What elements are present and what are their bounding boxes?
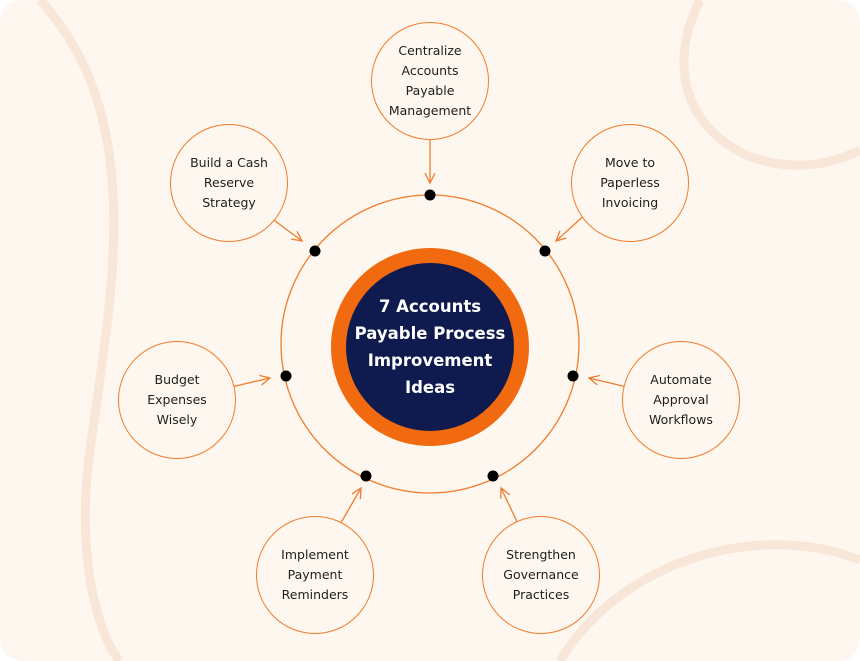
- connector-dot: [539, 245, 551, 257]
- idea-node-paperless: Move to Paperless Invoicing: [571, 124, 689, 242]
- idea-node-governance: Strengthen Governance Practices: [482, 516, 600, 634]
- background-swirl: [556, 540, 860, 661]
- background-swirl: [679, 0, 860, 170]
- idea-node-budget: Budget Expenses Wisely: [118, 341, 236, 459]
- center-title: 7 Accounts Payable Process Improvement I…: [354, 297, 506, 397]
- idea-label: Implement Payment Reminders: [281, 547, 349, 602]
- connector-dot: [360, 470, 372, 482]
- background-swirl: [36, 0, 124, 661]
- idea-label: Build a Cash Reserve Strategy: [190, 155, 268, 210]
- connector-dot: [280, 370, 292, 382]
- idea-label: Strengthen Governance Practices: [503, 547, 579, 602]
- connector-dot: [309, 245, 321, 257]
- arrow-connector: [337, 488, 361, 529]
- connector-dot: [487, 470, 499, 482]
- idea-node-centralize: Centralize Accounts Payable Management: [371, 22, 489, 140]
- idea-node-cash-reserve: Build a Cash Reserve Strategy: [170, 124, 288, 242]
- idea-node-reminders: Implement Payment Reminders: [256, 516, 374, 634]
- connector-dot: [567, 370, 579, 382]
- idea-label: Budget Expenses Wisely: [147, 372, 207, 427]
- idea-label: Move to Paperless Invoicing: [600, 155, 660, 210]
- idea-label: Centralize Accounts Payable Management: [388, 43, 472, 118]
- center-hub-inner: 7 Accounts Payable Process Improvement I…: [346, 263, 514, 431]
- center-hub: 7 Accounts Payable Process Improvement I…: [331, 248, 529, 446]
- idea-label: Automate Approval Workflows: [649, 372, 713, 427]
- connector-dot: [424, 189, 436, 201]
- idea-node-automate: Automate Approval Workflows: [622, 341, 740, 459]
